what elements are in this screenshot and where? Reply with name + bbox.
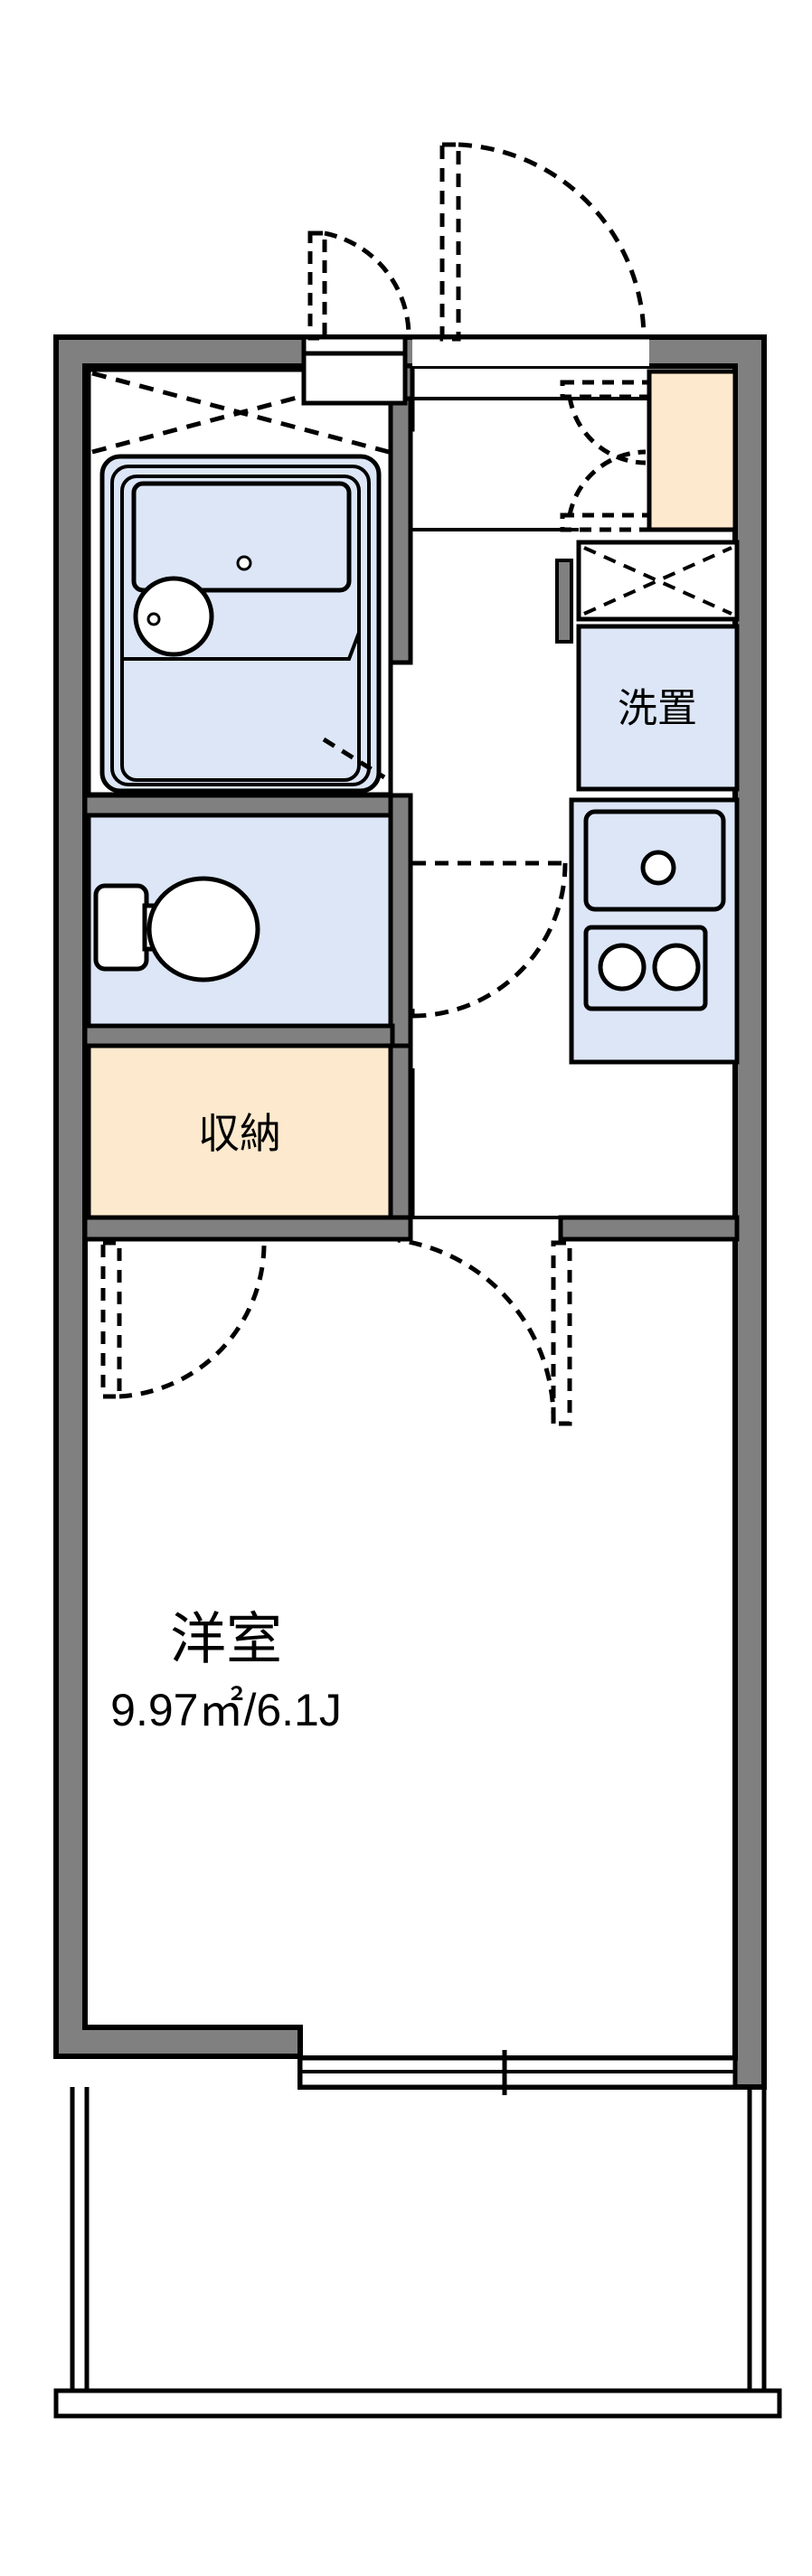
- room-area-label: 9.97㎡/6.1J: [110, 1685, 342, 1735]
- room-entry-doors: [100, 1237, 572, 1426]
- entrance-door-arc: [458, 142, 647, 340]
- toilet-tank-icon: [93, 883, 149, 972]
- laundry-area: 洗置: [576, 540, 740, 792]
- balcony-window: [297, 2050, 738, 2095]
- closet-door[interactable]: [100, 1239, 267, 1399]
- wall-room-header-right: [558, 1215, 740, 1242]
- wall-kitchen-left-stub: [555, 559, 573, 644]
- toilet-bowl-icon: [146, 876, 260, 982]
- bath-washbasin-drain-icon: [146, 612, 161, 626]
- laundry-label: 洗置: [618, 687, 697, 731]
- storage-area: 収納: [86, 1043, 393, 1220]
- page-title: 洋室: [170, 1608, 282, 1670]
- entrance-inner-door-leaf[interactable]: [307, 230, 327, 341]
- storage-outline: [86, 1043, 393, 1220]
- bath-washbasin-icon: [133, 576, 214, 657]
- balcony-front-rail: [53, 2388, 782, 2419]
- storage-label: 収納: [198, 1110, 281, 1157]
- entrance-sidelight: [301, 334, 408, 406]
- entrance-door-opening: [412, 337, 649, 366]
- shoe-cabinet-icon: [647, 369, 738, 532]
- wall-room-header-left: [82, 1215, 413, 1242]
- bathroom-area: [86, 367, 393, 797]
- room-door-leaf[interactable]: [551, 1240, 572, 1426]
- toilet-door[interactable]: [410, 860, 568, 1019]
- closet-door-arc: [118, 1239, 267, 1399]
- closet-door-leaf[interactable]: [100, 1240, 122, 1399]
- wall-bath-hall-divider: [388, 396, 413, 665]
- entrance-inner-door-arc: [324, 230, 411, 339]
- kitchen-area: [569, 797, 740, 1065]
- tub-basin: [131, 481, 352, 593]
- kitchen-window-frame: [576, 540, 740, 622]
- stove-burner-right-icon: [652, 943, 701, 992]
- balcony-area: [53, 2050, 782, 2419]
- hall-area: [410, 1068, 561, 1219]
- wall-bath-toilet-divider: [82, 793, 395, 818]
- laundry-door-leaf-bottom[interactable]: [560, 512, 652, 532]
- sink-drain-icon: [640, 850, 676, 886]
- entrance-area: [301, 142, 738, 532]
- room-door[interactable]: [397, 1237, 572, 1426]
- washer-pan-icon: [576, 624, 740, 792]
- wall-closet-right: [388, 1043, 413, 1220]
- entrance-door[interactable]: [439, 142, 647, 342]
- bath-counter-line: [122, 632, 361, 661]
- bath-door-marker: [322, 737, 386, 780]
- room-door-arc: [397, 1237, 556, 1424]
- stove-burner-left-icon: [598, 943, 647, 992]
- laundry-door[interactable]: [560, 380, 652, 532]
- toilet-area: [86, 813, 568, 1029]
- laundry-door-leaf-top[interactable]: [560, 380, 652, 400]
- kitchen-window: [576, 540, 740, 622]
- wall-toilet-closet-divider: [82, 1023, 395, 1048]
- main-room-labels: 洋室 9.97㎡/6.1J: [110, 1608, 342, 1735]
- entrance-inner-door[interactable]: [307, 230, 411, 341]
- tub-drain-icon: [236, 555, 252, 571]
- entrance-door-leaf[interactable]: [439, 142, 461, 342]
- bathtub-fixture: [99, 454, 382, 794]
